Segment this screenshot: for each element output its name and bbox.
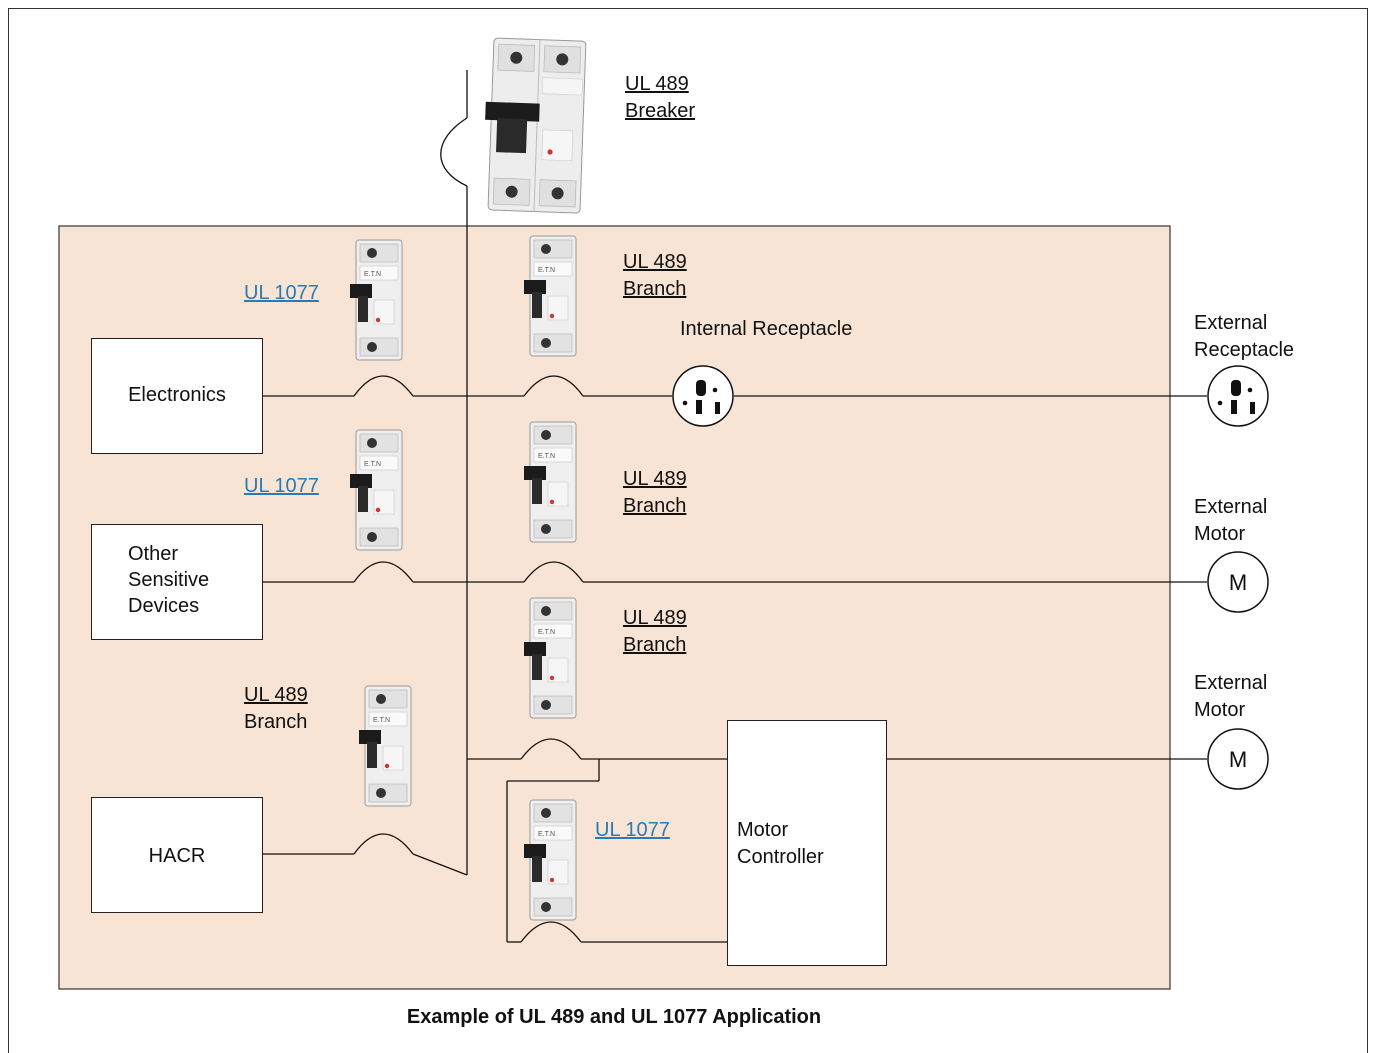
branch-label-4-line1: UL 489 [244,684,308,706]
ul489-branch-breaker-image-2 [523,421,577,543]
ul1077-breaker-image-3 [523,799,577,921]
external-motor-2-symbol: M [1229,747,1247,772]
main-breaker-label-2: Breaker [625,100,696,122]
figure-frame [8,8,1368,1053]
branch-label-1-line2: Branch [623,278,687,300]
branch-label-4-line2: Branch [244,711,308,733]
hacr-branch-breaker-image [358,685,412,807]
ul1077-link-3[interactable]: UL 1077 [595,819,670,841]
branch-label-3-line1: UL 489 [623,607,687,629]
main-breaker-image [485,37,587,214]
external-motor-1-label-2: Motor [1194,523,1246,545]
external-receptacle-label-1: External [1194,312,1268,334]
external-motor-2-label-2: Motor [1194,699,1246,721]
ul1077-link-2[interactable]: UL 1077 [244,475,319,497]
motor-controller-box: Motor Controller [727,720,887,966]
internal-receptacle-label: Internal Receptacle [680,318,853,340]
external-motor-1-symbol: M [1229,570,1247,595]
branch-label-3-line2: Branch [623,634,687,656]
main-breaker-label-1: UL 489 [625,73,689,95]
other-sensitive-line1: Other [128,543,179,565]
ul1077-link-1[interactable]: UL 1077 [244,282,319,304]
internal-receptacle-icon [672,365,734,427]
motor-controller-line2: Controller [737,846,824,868]
external-receptacle-icon [1207,365,1269,427]
electronics-box: Electronics [91,338,263,454]
ul489-branch-breaker-image-1 [523,235,577,357]
hacr-label: HACR [148,845,206,867]
other-sensitive-devices-box: Other Sensitive Devices [91,524,263,640]
motor-controller-line1: Motor [737,819,789,841]
external-motor-1-label-1: External [1194,496,1268,518]
figure-caption: Example of UL 489 and UL 1077 Applicatio… [406,1006,822,1028]
ul489-branch-breaker-image-3 [523,597,577,719]
external-motor-1-icon [1207,551,1269,613]
other-sensitive-line2: Sensitive [128,569,210,591]
branch-label-2-line1: UL 489 [623,468,687,490]
ul1077-breaker-image-2 [349,429,403,551]
other-sensitive-line3: Devices [128,595,200,617]
branch-label-2-line2: Branch [623,495,687,517]
external-motor-2-icon [1207,728,1269,790]
external-receptacle-label-2: Receptacle [1194,339,1295,361]
ul1077-breaker-image-1 [349,239,403,361]
external-motor-2-label-1: External [1194,672,1268,694]
hacr-box: HACR [91,797,263,913]
branch-label-1-line1: UL 489 [623,251,687,273]
electronics-label: Electronics [128,384,226,406]
